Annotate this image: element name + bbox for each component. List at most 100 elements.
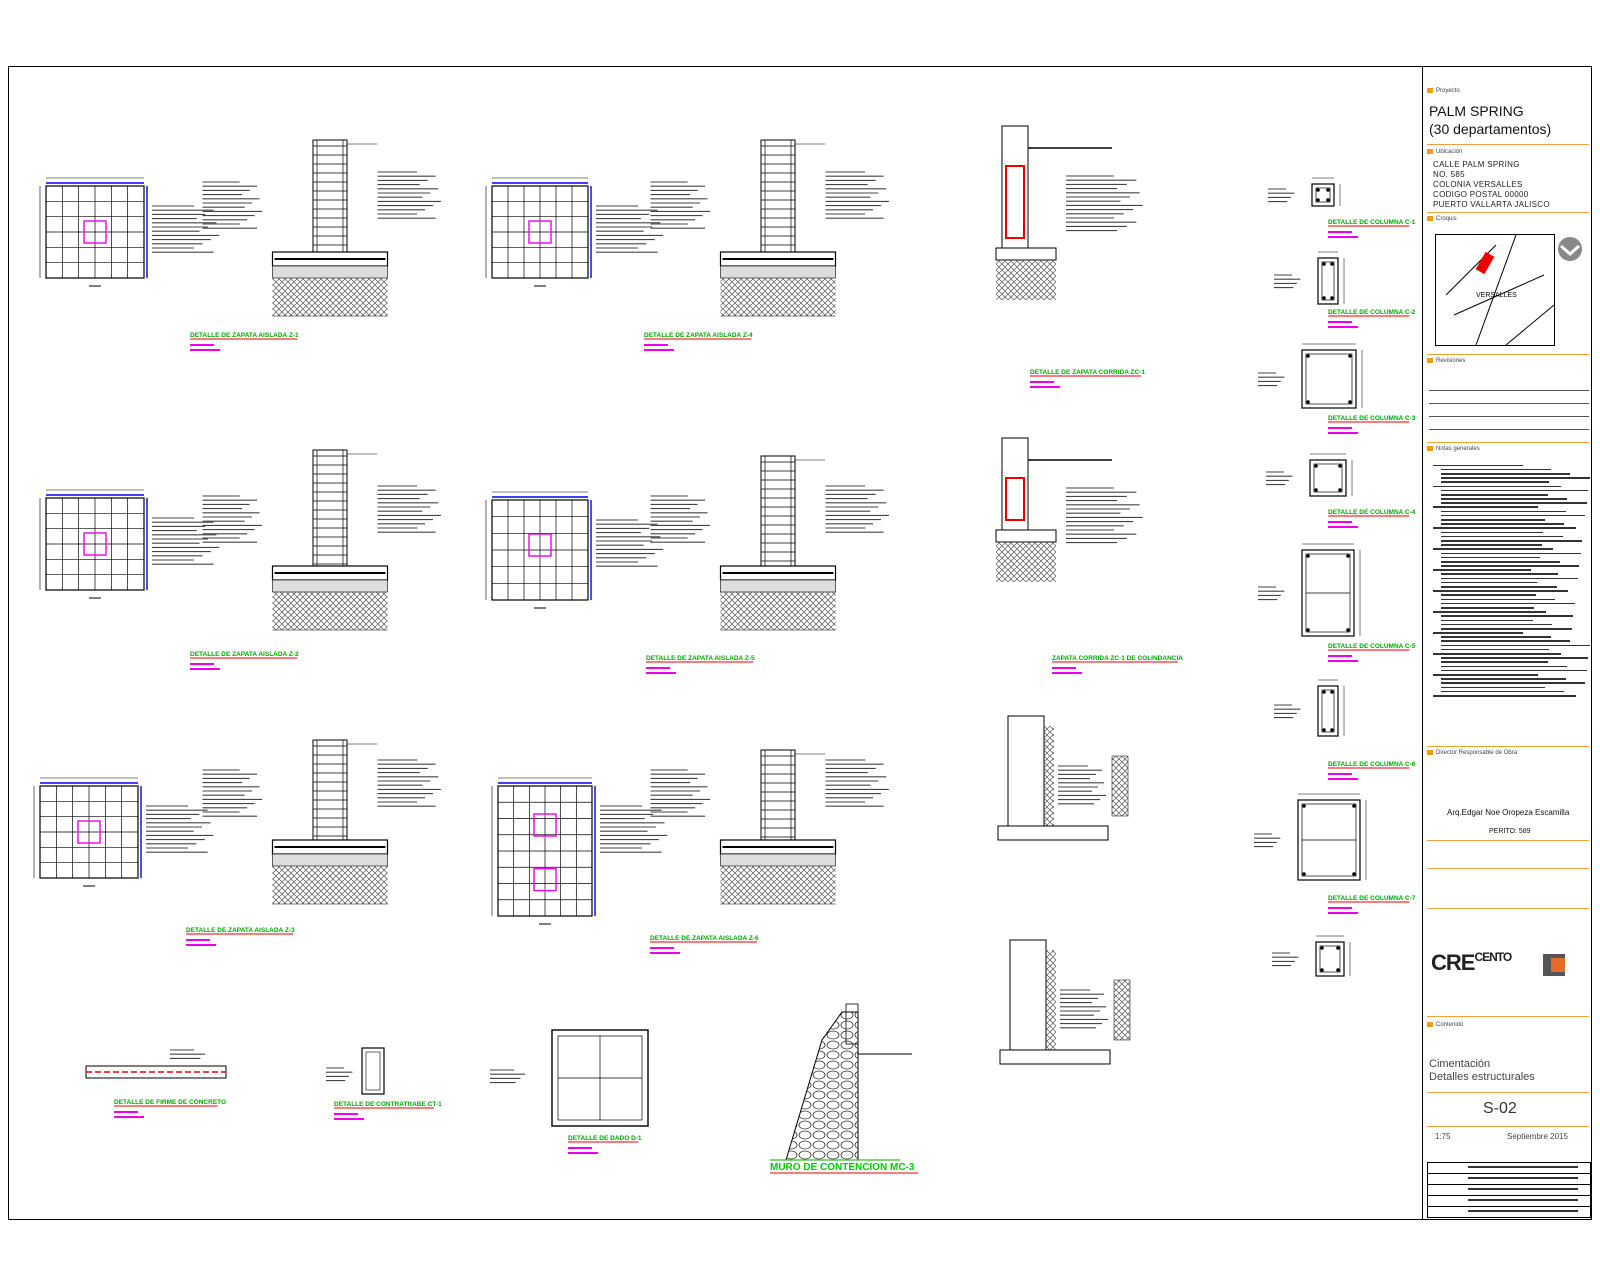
note-line bbox=[1441, 644, 1590, 647]
note-line bbox=[1433, 590, 1568, 592]
content-line-2: Detalles estructurales bbox=[1429, 1071, 1535, 1083]
column-outline bbox=[312, 139, 348, 253]
note-line bbox=[1441, 602, 1575, 605]
detail-inset bbox=[1111, 755, 1129, 817]
note-line bbox=[1441, 502, 1587, 504]
footing-base bbox=[999, 1049, 1111, 1065]
general-notes bbox=[1433, 462, 1590, 699]
detail-title: DETALLE DE COLUMNA C-7 bbox=[1328, 895, 1416, 902]
sheet-frame bbox=[8, 66, 1592, 1220]
note-line bbox=[1441, 472, 1570, 475]
note-line bbox=[1433, 632, 1523, 634]
column-outline bbox=[760, 455, 796, 567]
footing-plan bbox=[485, 491, 664, 609]
note-line bbox=[1441, 556, 1540, 559]
sheet-date: Septiembre 2015 bbox=[1507, 1132, 1568, 1141]
footing-plan bbox=[39, 177, 220, 287]
soil-hatch bbox=[720, 866, 836, 904]
footing-plan bbox=[491, 777, 668, 925]
detail-title: DETALLE DE FIRME DE CONCRETO bbox=[114, 1099, 226, 1106]
detail-title: DETALLE DE ZAPATA CORRIDA ZC-1 bbox=[1030, 369, 1145, 376]
location-map: VERSALLES bbox=[1435, 234, 1555, 346]
rebar-dot bbox=[1302, 872, 1306, 876]
column-outline bbox=[1301, 549, 1355, 637]
rebar-dot bbox=[1316, 188, 1320, 192]
note-line bbox=[1441, 586, 1557, 588]
note-line bbox=[1441, 594, 1536, 596]
fill-layer bbox=[720, 265, 836, 279]
rebar-dot bbox=[1348, 400, 1352, 404]
detail-title: DETALLE DE CONTRATRABE CT-1 bbox=[334, 1101, 442, 1108]
pedestal-outline bbox=[528, 220, 552, 244]
fill-layer bbox=[720, 853, 836, 867]
detail-title: DETALLE DE COLUMNA C-5 bbox=[1328, 643, 1416, 650]
responsible-label: Director Responsable de Obra bbox=[1427, 750, 1517, 756]
logo-mark-icon bbox=[1543, 954, 1565, 976]
detail-title: DETALLE DE ZAPATA AISLADA Z-4 bbox=[644, 332, 753, 339]
rebar-dot bbox=[1306, 400, 1310, 404]
contratrabe-section bbox=[326, 1047, 385, 1095]
note-line bbox=[1441, 690, 1564, 693]
beam-outline bbox=[361, 1047, 385, 1095]
rebar-dot bbox=[1336, 968, 1340, 972]
note-line bbox=[1441, 627, 1572, 630]
rebar-dot bbox=[1316, 198, 1320, 202]
column-section bbox=[1266, 453, 1353, 497]
rebar-dot bbox=[1352, 872, 1356, 876]
note-line bbox=[1441, 493, 1548, 496]
detail-title: DETALLE DE COLUMNA C-2 bbox=[1328, 309, 1416, 316]
column-outline bbox=[1301, 349, 1357, 409]
footing-base bbox=[995, 529, 1057, 543]
note-line bbox=[1433, 527, 1576, 529]
pedestal-outline bbox=[77, 820, 101, 844]
soil-hatch bbox=[720, 592, 836, 630]
note-line bbox=[1441, 615, 1573, 617]
stirrup-outline bbox=[1319, 945, 1341, 973]
column-outline bbox=[1309, 459, 1347, 497]
note-line bbox=[1441, 623, 1552, 626]
detail-title: DETALLE DE COLUMNA C-4 bbox=[1328, 509, 1416, 516]
footing-base bbox=[995, 247, 1057, 261]
note-line bbox=[1441, 598, 1555, 601]
rebar-dot bbox=[1322, 690, 1326, 694]
soil-hatch bbox=[272, 592, 388, 630]
pedestal-outline bbox=[533, 867, 557, 892]
responsible-name: Arq.Edgar Noe Oropeza Escamilla bbox=[1447, 808, 1570, 817]
pedestal-outline bbox=[83, 220, 107, 244]
rebar-dot bbox=[1338, 488, 1342, 492]
strip-footing-section bbox=[995, 125, 1143, 300]
retaining-wall-title: MURO DE CONTENCION MC-3 bbox=[770, 1162, 915, 1173]
note-line bbox=[1441, 565, 1579, 567]
croquis-label: Croquis bbox=[1427, 216, 1457, 222]
column-outline bbox=[1317, 685, 1339, 737]
note-line bbox=[1441, 498, 1567, 500]
detail-title: DETALLE DE COLUMNA C-6 bbox=[1328, 761, 1416, 768]
rebar-dot bbox=[1346, 554, 1350, 558]
note-line bbox=[1433, 569, 1531, 571]
soil-hatch bbox=[1046, 950, 1056, 1050]
rebar-dot bbox=[1336, 946, 1340, 950]
rebar-dot bbox=[1320, 946, 1324, 950]
detail-title: ZAPATA CORRIDA ZC-1 DE COLINDANCIA bbox=[1052, 655, 1183, 662]
fill-layer bbox=[272, 853, 388, 867]
soil-hatch bbox=[272, 866, 388, 904]
stirrup-outline bbox=[1315, 187, 1331, 203]
column-section bbox=[1258, 543, 1361, 637]
note-line bbox=[1441, 669, 1587, 672]
note-line bbox=[1433, 611, 1546, 613]
note-line bbox=[1441, 657, 1588, 659]
fill-layer bbox=[272, 265, 388, 279]
footing-section bbox=[650, 749, 889, 905]
note-line bbox=[1441, 661, 1548, 663]
rebar-dot bbox=[1322, 728, 1326, 732]
note-line bbox=[1441, 531, 1543, 534]
note-line bbox=[1441, 552, 1581, 555]
detail-title: DETALLE DE ZAPATA AISLADA Z-2 bbox=[190, 651, 299, 658]
stirrup-outline bbox=[1321, 689, 1335, 733]
sheet-content: Cimentación Detalles estructurales bbox=[1429, 1058, 1535, 1084]
note-line bbox=[1441, 510, 1566, 513]
column-outline bbox=[1311, 183, 1335, 207]
rebar-dot bbox=[1302, 804, 1306, 808]
address-line: PUERTO VALLARTA JALISCO bbox=[1433, 200, 1550, 209]
note-line bbox=[1441, 514, 1585, 517]
